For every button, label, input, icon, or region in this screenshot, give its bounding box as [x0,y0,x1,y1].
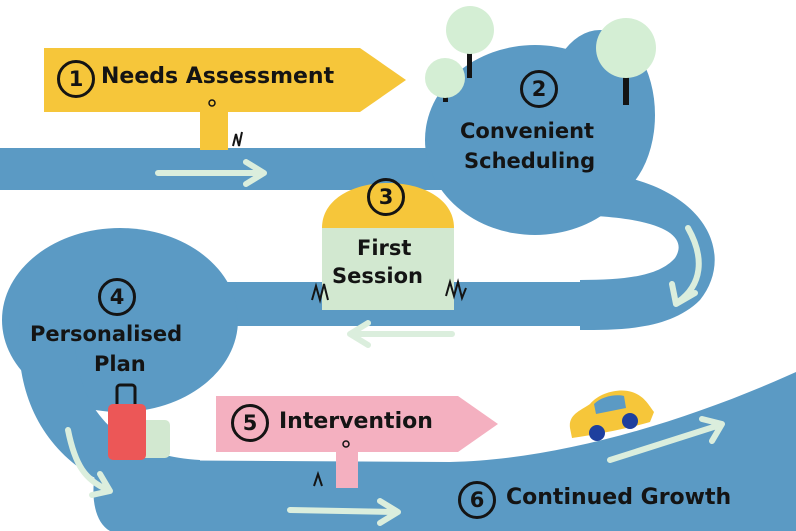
grass-left [311,282,329,304]
arrow-bottom [287,498,401,526]
trees [425,6,656,105]
step-4-label-line-1: Personalised [30,322,183,346]
arrow-left-curve [65,427,113,498]
tree-2 [425,58,465,102]
car [569,390,654,441]
step-2-label-line-2: Scheduling [464,149,596,173]
step-4-label-line-2: Plan [94,352,146,376]
arrow-right-curve [669,225,702,307]
arrow-top [155,159,267,187]
signpost-pink [216,396,498,488]
step-5-label: Intervention [279,409,433,434]
step-5-number: 5 [231,404,269,442]
hill [311,183,467,310]
arrow-middle [347,320,455,348]
road-arrows [65,159,725,526]
step-2-number: 2 [520,70,558,108]
step-1-label: Needs Assessment [101,64,335,89]
tree-3 [596,18,656,105]
step-3-label-line-1: First [357,236,412,260]
step-2-label-line-1: Convenient [460,119,595,143]
tree-1 [446,6,494,78]
suitcase [108,383,170,460]
arrow-car [607,416,725,463]
step-3-label-line-2: Session [332,264,423,288]
signpost-yellow [44,48,406,150]
step-6-number: 6 [458,481,496,519]
step-4-number: 4 [98,278,136,316]
step-1-number: 1 [57,60,95,98]
grass-right [445,278,467,302]
step-3-number: 3 [367,178,405,216]
step-6-label: Continued Growth [506,485,732,510]
